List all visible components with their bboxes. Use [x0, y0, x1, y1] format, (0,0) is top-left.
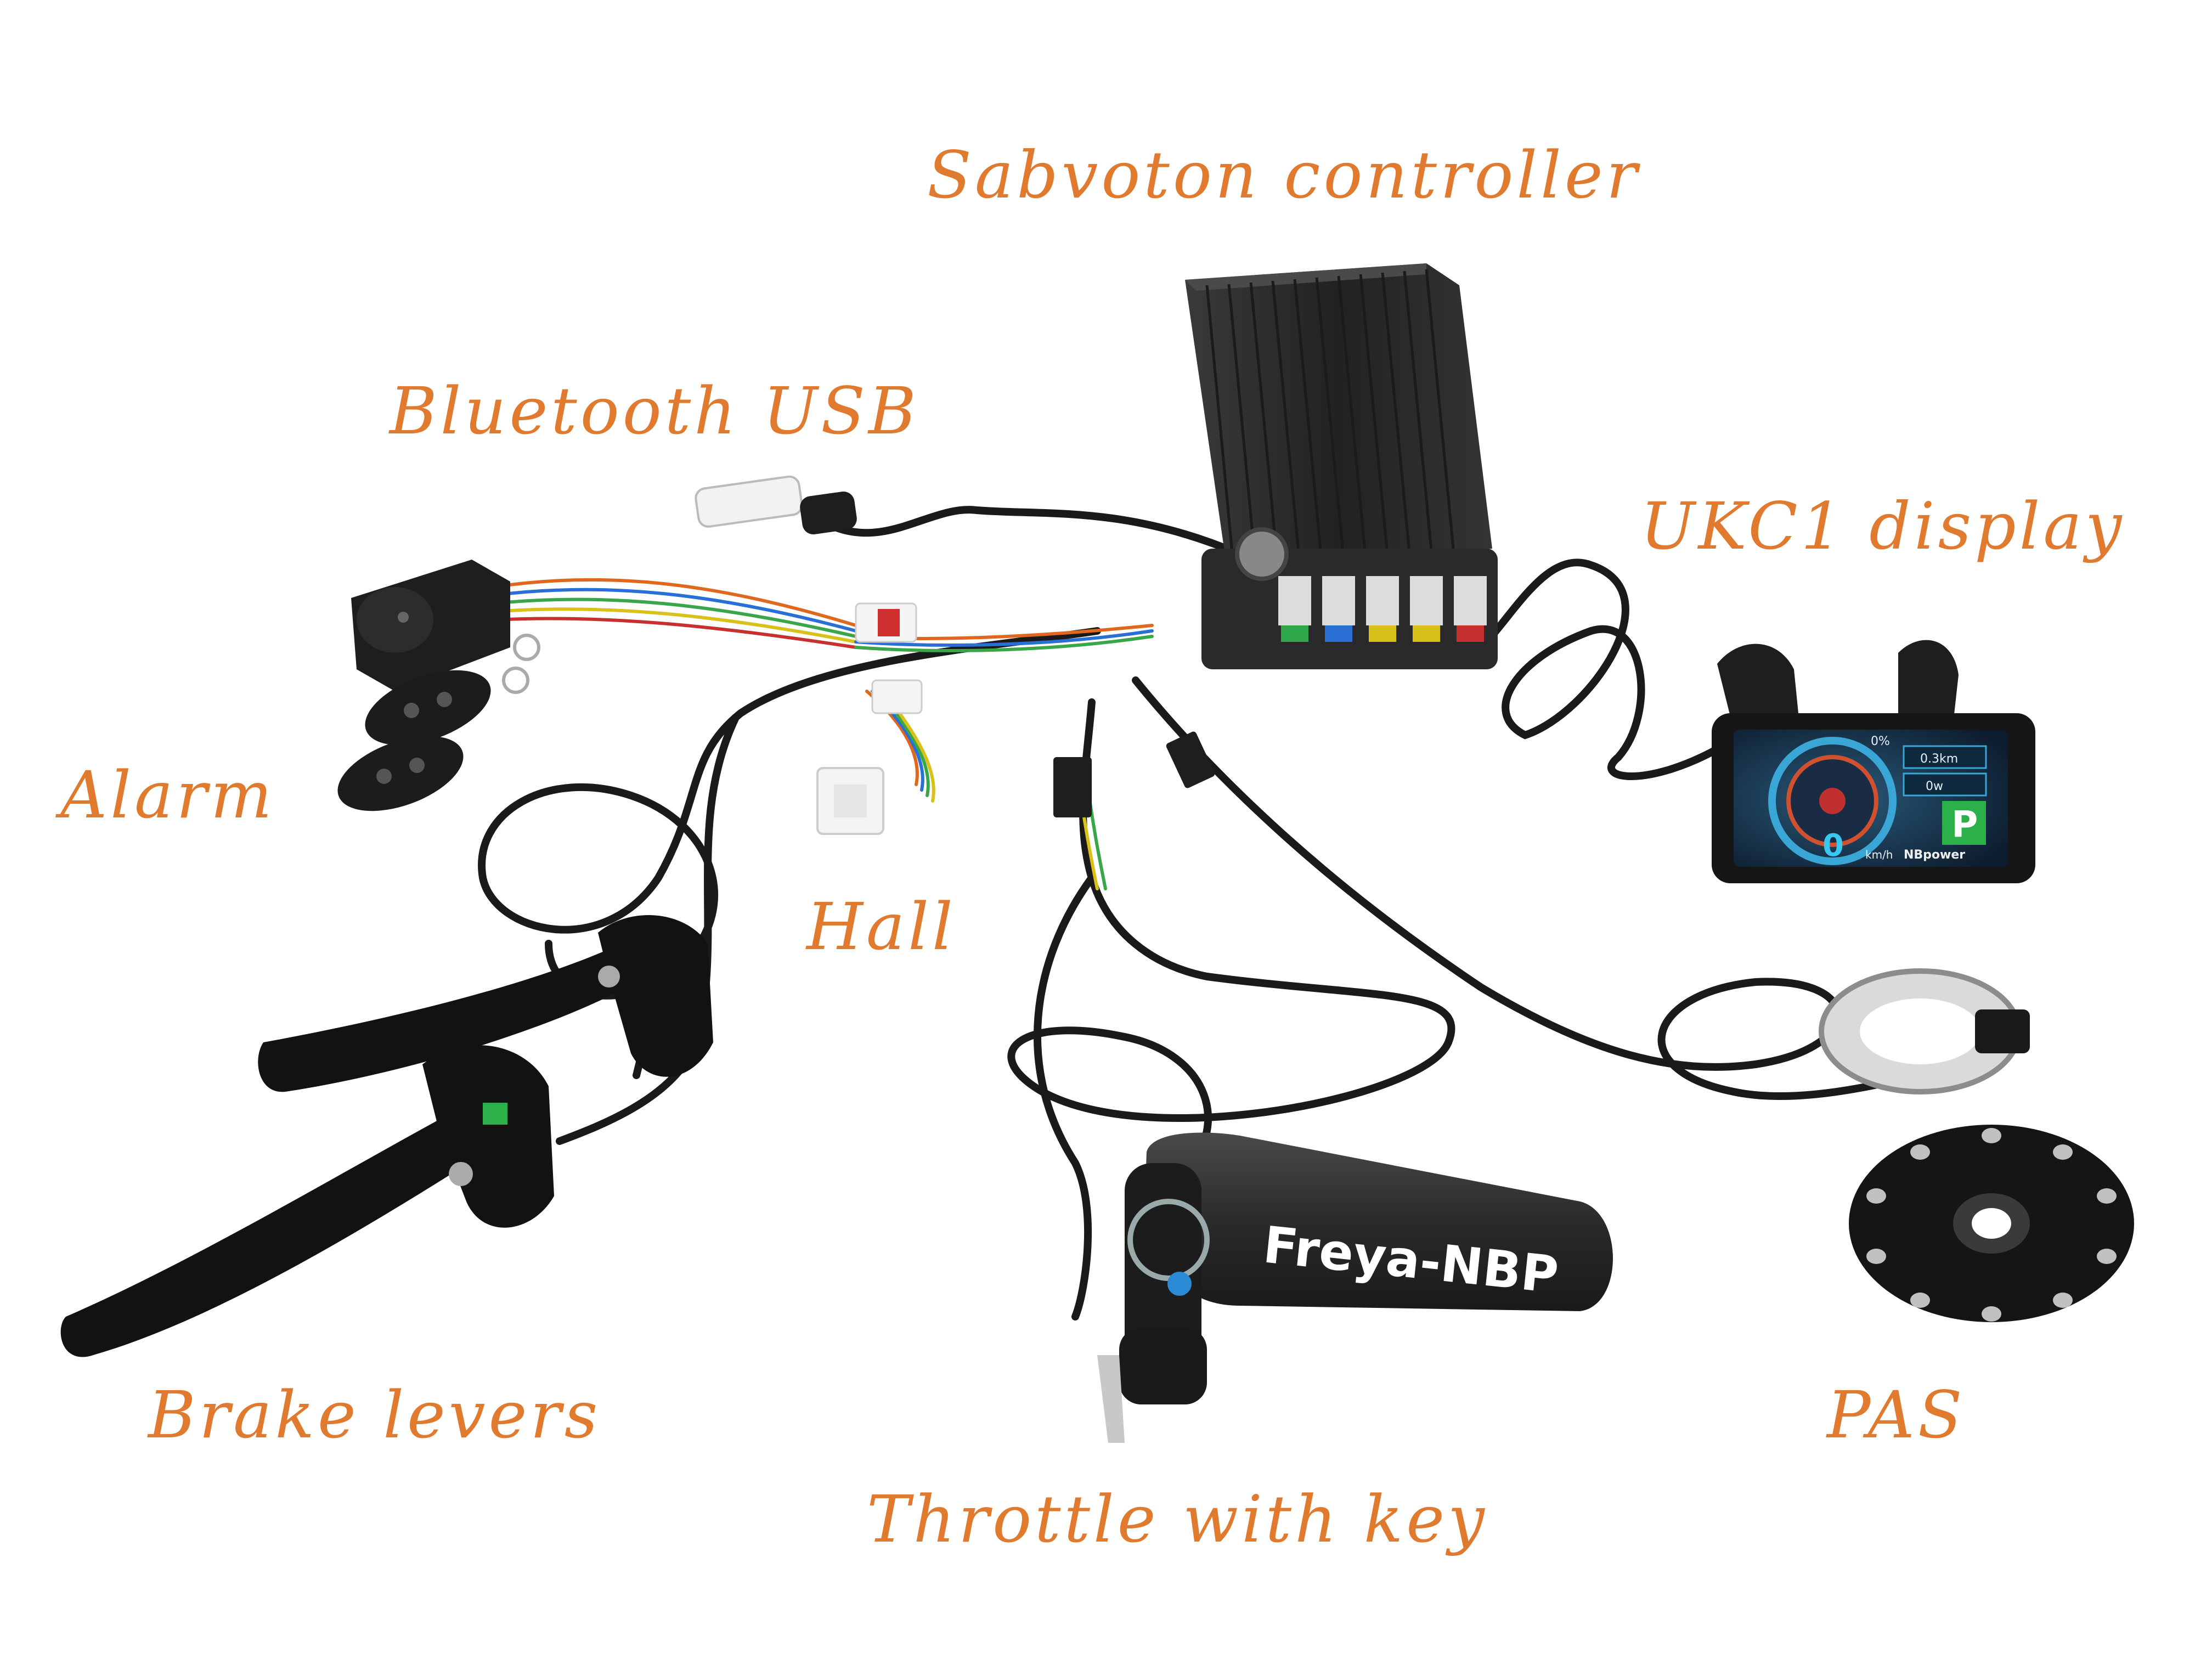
alarm-remote	[337, 736, 464, 811]
label-brake-levers: Brake levers	[148, 1377, 601, 1453]
ukc1-display: 0% 0.3km 0w P 0 km/h NBpower	[1712, 640, 2035, 883]
alarm-remote	[365, 670, 491, 746]
alarm-unit	[337, 560, 540, 811]
display-trip: 0.3km	[1920, 752, 1958, 766]
label-ukc1-display: UKC1 display	[1640, 488, 2125, 564]
label-throttle-with-key: Throttle with key	[867, 1481, 1488, 1557]
bluetooth-usb-dongle	[695, 475, 857, 535]
label-bluetooth-usb: Bluetooth USB	[390, 373, 919, 449]
display-gear: P	[1951, 803, 1978, 845]
sabvoton-controller	[1185, 263, 1498, 669]
label-pas: PAS	[1827, 1377, 1966, 1453]
display-brand: NBpower	[1904, 848, 1965, 862]
pas-sensor	[1819, 968, 2134, 1322]
label-alarm: Alarm	[60, 757, 275, 833]
throttle-grip: Freya-NBP	[1097, 1132, 1613, 1443]
display-battery: 0%	[1871, 735, 1890, 748]
label-hall: Hall	[806, 889, 956, 964]
display-speed-unit: km/h	[1865, 848, 1893, 861]
connectors	[816, 602, 1215, 835]
colored-wires	[492, 578, 1154, 890]
brake-lever	[60, 1045, 554, 1357]
display-power: 0w	[1926, 780, 1943, 793]
label-sabvoton-controller: Sabvoton controller	[927, 137, 1641, 213]
terminal-block	[1278, 576, 1487, 642]
display-speed: 0	[1822, 828, 1844, 864]
brake-lever	[258, 915, 713, 1092]
